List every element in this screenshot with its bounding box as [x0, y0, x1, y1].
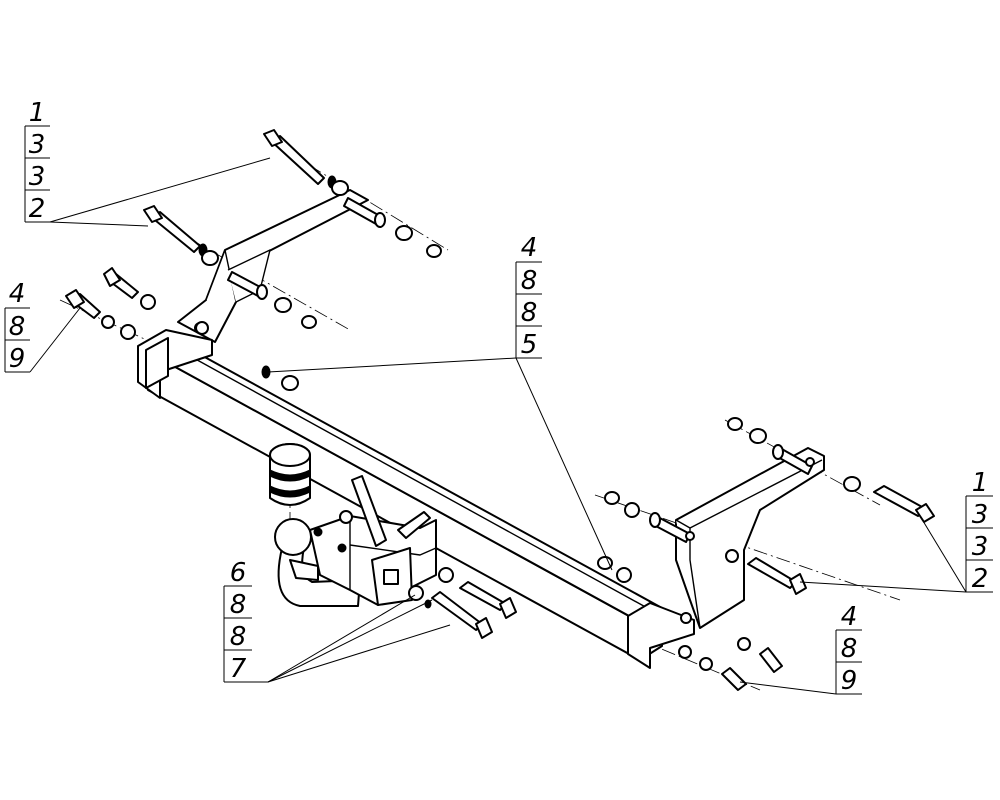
callout-label: 8 — [521, 298, 538, 328]
callout-label: 8 — [9, 312, 26, 342]
callout-label: 1 — [29, 98, 46, 128]
callout-label: 5 — [521, 330, 538, 360]
callout-label: 8 — [230, 590, 247, 620]
callout-top-left: 1 3 3 2 — [24, 98, 50, 224]
callout-label: 9 — [841, 666, 858, 696]
callout-label: 6 — [230, 558, 247, 588]
callout-bottom-right: 4 8 9 — [835, 602, 862, 696]
callout-center: 4 8 8 5 — [515, 233, 542, 360]
callout-bottom-left: 6 8 8 7 — [223, 558, 268, 684]
tow-ball-assembly — [269, 443, 437, 607]
main-cross-beam — [137, 329, 695, 669]
callout-label: 3 — [972, 532, 989, 562]
center-axes — [59, 139, 901, 691]
callout-label: 4 — [521, 233, 538, 263]
center-fasteners — [261, 365, 640, 583]
leader-lines — [29, 157, 967, 695]
callout-label: 1 — [972, 468, 989, 498]
callout-label: 4 — [841, 602, 858, 632]
callout-label: 4 — [9, 279, 26, 309]
right-mounting-bracket — [649, 444, 825, 629]
callout-label: 3 — [29, 130, 46, 160]
callout-label: 8 — [521, 266, 538, 296]
lower-fasteners — [408, 567, 517, 639]
callout-right: 1 3 3 2 — [965, 468, 993, 594]
left-mounting-bracket — [177, 189, 386, 343]
callout-label: 3 — [29, 162, 46, 192]
callout-label: 8 — [230, 622, 247, 652]
callout-label: 9 — [9, 344, 26, 374]
callout-label: 8 — [841, 634, 858, 664]
callout-label: 2 — [972, 564, 989, 594]
right-fasteners — [678, 417, 935, 691]
upper-left-fasteners — [65, 129, 442, 340]
callout-label: 2 — [29, 194, 46, 224]
callout-left: 4 8 9 — [4, 279, 30, 374]
callout-label: 3 — [972, 500, 989, 530]
callout-label: 7 — [230, 654, 247, 684]
